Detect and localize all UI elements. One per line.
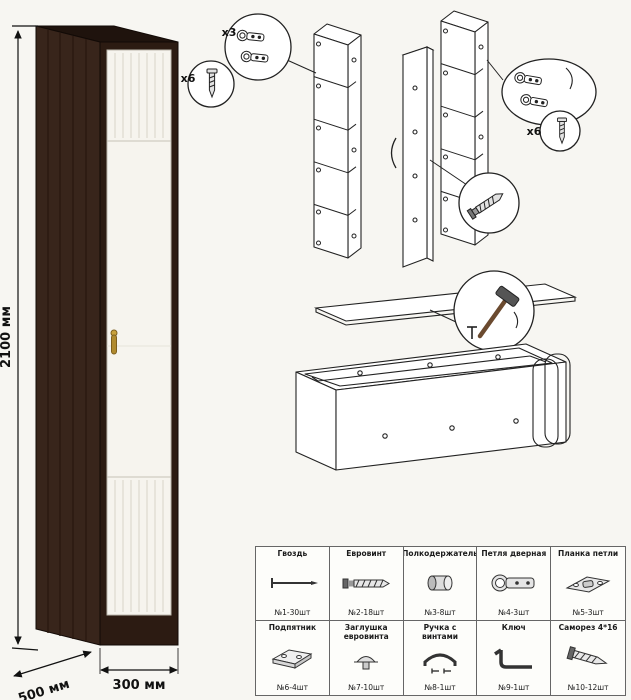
parts-table: Гвоздь №1-30шт Евровинт №2-18шт Полкодер…	[255, 546, 626, 696]
glide-foot-icon	[265, 633, 319, 683]
loose-panel	[401, 46, 435, 268]
part-qty: №6-4шт	[276, 683, 309, 692]
width-dimension-label: 300 мм	[113, 678, 166, 693]
back-panel-sheet	[313, 283, 578, 326]
callout-hinge-mounting	[486, 58, 597, 126]
part-name: Заглушка евровинта	[343, 623, 389, 641]
screw-icon	[561, 633, 615, 683]
euroscrew-icon	[466, 193, 504, 220]
door-handle	[110, 329, 118, 355]
part-qty: №4-3шт	[498, 608, 530, 617]
part-qty: №3-8шт	[424, 608, 456, 617]
side-panel-assembly-left	[313, 23, 362, 259]
wood-grain-lines	[47, 30, 87, 642]
part-qty: №2-18шт	[348, 608, 385, 617]
height-dimension-label: 2100 мм	[0, 306, 14, 368]
part-cell-screw-cap: Заглушка евровинта №7-10шт	[330, 621, 404, 695]
nail-icon	[265, 559, 319, 608]
part-qty: №10-12шт	[567, 683, 609, 692]
part-name: Гвоздь	[277, 549, 308, 558]
depth-dimension-label: 500 мм	[16, 677, 71, 700]
part-cell-hex-key: Ключ №9-1шт	[477, 621, 552, 695]
part-name: Саморез 4*16	[558, 623, 618, 632]
hammer-icon	[467, 285, 520, 339]
part-cell-shelf-pin: Полкодержатель №3-8шт	[403, 547, 478, 621]
part-name: Подпятник	[268, 623, 317, 632]
part-cell-euroscrew: Евровинт №2-18шт	[329, 547, 404, 621]
part-cell-nail: Гвоздь №1-30шт	[256, 547, 330, 621]
shelf-pin-icon	[413, 559, 467, 608]
door-hinge-icon	[487, 559, 541, 608]
part-qty: №5-3шт	[572, 608, 604, 617]
wardrobe-illustration	[35, 25, 179, 646]
part-cell-screw: Саморез 4*16 №10-12шт	[551, 621, 625, 695]
part-cell-hinge-plate: Планка петли №5-3шт	[551, 547, 625, 621]
dimension-annotations	[11, 25, 179, 678]
part-cell-door-hinge: Петля дверная №4-3шт	[477, 547, 552, 621]
part-qty: №7-10шт	[348, 683, 385, 692]
part-qty: №1-30шт	[274, 608, 311, 617]
hinge-count-label: x3	[222, 26, 237, 39]
door-grooves-bottom	[114, 480, 164, 612]
screw-top-count-label: x6	[181, 72, 196, 85]
euroscrew-icon	[339, 559, 393, 608]
hinge-plate-icon	[561, 559, 615, 608]
callout-hammer	[429, 270, 535, 352]
part-name: Планка петли	[558, 549, 619, 558]
callout-screws-right: x6	[527, 110, 581, 152]
part-name: Ручка с винтами	[422, 623, 458, 641]
carcass-box	[295, 343, 571, 471]
part-name: Петля дверная	[481, 549, 547, 558]
callout-screws-top: x6	[181, 60, 235, 108]
part-name: Ключ	[501, 623, 526, 632]
part-qty: №8-1шт	[424, 683, 456, 692]
depth-dimension-line	[13, 650, 92, 678]
callout-euroscrew	[429, 159, 520, 234]
part-cell-glide-foot: Подпятник №6-4шт	[256, 621, 330, 695]
screw-cap-icon	[339, 641, 393, 683]
hex-key-icon	[487, 633, 541, 683]
part-name: Полкодержатель	[403, 549, 478, 558]
flex-bracket	[390, 137, 397, 169]
door-grooves-top	[114, 53, 164, 138]
callout-hinges: x3	[222, 13, 317, 81]
part-name: Евровинт	[346, 549, 387, 558]
handle-icon	[413, 641, 467, 683]
part-cell-handle: Ручка с винтами №8-1шт	[404, 621, 478, 695]
screw-right-count-label: x6	[527, 125, 542, 138]
part-qty: №9-1шт	[498, 683, 530, 692]
wardrobe-side-panel	[35, 25, 101, 646]
